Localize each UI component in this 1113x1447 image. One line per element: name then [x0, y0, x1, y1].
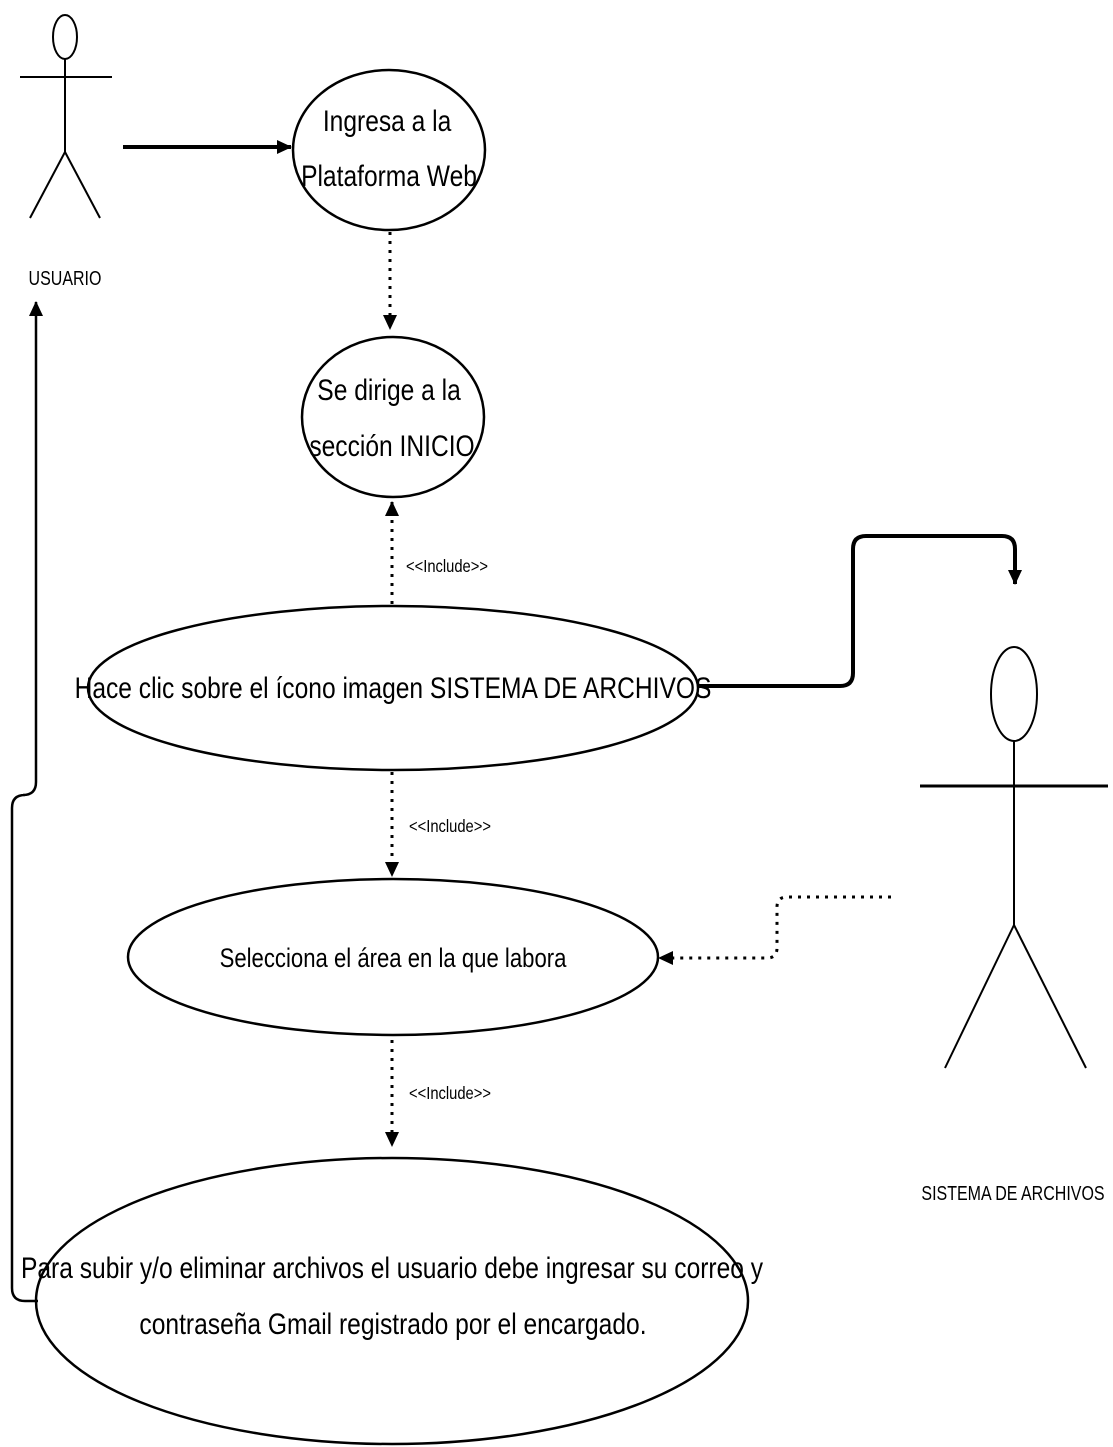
actor-sistema-leg-right — [1013, 924, 1087, 1069]
actor-sistema-archivos: SISTEMA DE ARCHIVOS — [920, 646, 1108, 1204]
use-case-dirige-line2: sección INICIO — [309, 429, 474, 463]
use-case-ingresa-plataforma: Ingresa a la Plataforma Web — [291, 68, 487, 232]
use-case-subir-eliminar: Para subir y/o eliminar archivos el usua… — [21, 1156, 763, 1446]
relation-sistema-selecciona — [658, 895, 891, 965]
use-case-subir-line2: contraseña Gmail registrado por el encar… — [139, 1307, 646, 1341]
actor-sistema-label: SISTEMA DE ARCHIVOS — [921, 1182, 1104, 1204]
use-case-subir-line1: Para subir y/o eliminar archivos el usua… — [21, 1251, 763, 1285]
use-case-dirige-inicio: Se dirige a la sección INICIO — [300, 335, 486, 499]
use-case-selecciona-area: Selecciona el área en la que labora — [126, 877, 660, 1037]
use-case-selecciona-line1: Selecciona el área en la que labora — [220, 944, 567, 974]
use-case-ingresa-line2: Plataforma Web — [301, 159, 477, 193]
use-case-ingresa-line1: Ingresa a la — [323, 104, 452, 138]
use-case-hace-clic: Hace clic sobre el ícono imagen SISTEMA … — [75, 604, 712, 772]
use-case-dirige-line1: Se dirige a la — [317, 373, 461, 407]
actor-usuario-leg-right — [64, 151, 101, 219]
actor-usuario: USUARIO — [20, 14, 112, 289]
actor-usuario-leg-left — [29, 151, 66, 219]
include-label-2: <<Include>> — [409, 817, 491, 837]
use-case-clic-line1: Hace clic sobre el ícono imagen SISTEMA … — [75, 671, 712, 705]
include-label-3: <<Include>> — [409, 1084, 491, 1104]
actor-sistema-leg-left — [944, 924, 1015, 1069]
association-clic-sistema — [697, 534, 1022, 688]
actor-usuario-label: USUARIO — [29, 267, 102, 289]
actor-sistema-head — [990, 646, 1038, 742]
include-label-1: <<Include>> — [406, 557, 488, 577]
actor-usuario-head — [52, 14, 78, 60]
association-subir-usuario — [10, 301, 43, 1303]
